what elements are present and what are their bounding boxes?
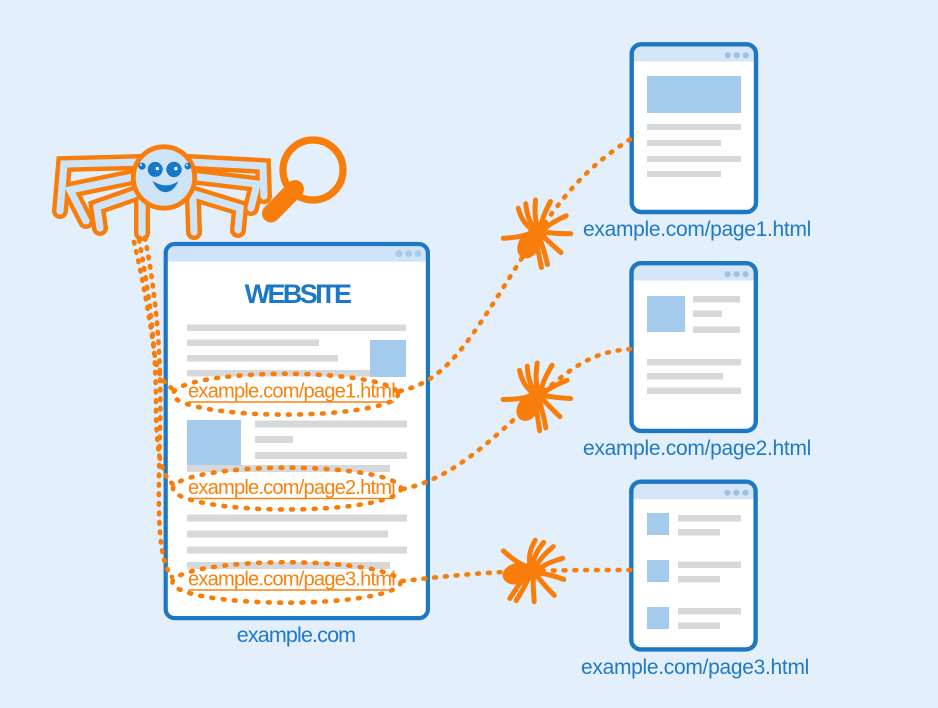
svg-text:example.com/page2.html: example.com/page2.html bbox=[188, 477, 395, 499]
svg-text:example.com/page1.html: example.com/page1.html bbox=[583, 218, 811, 241]
svg-text:example.com: example.com bbox=[237, 623, 356, 647]
svg-text:example.com/page3.html: example.com/page3.html bbox=[188, 569, 395, 591]
svg-text:example.com/page3.html: example.com/page3.html bbox=[581, 656, 809, 679]
svg-text:WEBSITE: WEBSITE bbox=[245, 279, 351, 309]
svg-text:example.com/page1.html: example.com/page1.html bbox=[188, 381, 395, 403]
svg-text:example.com/page2.html: example.com/page2.html bbox=[583, 437, 811, 460]
